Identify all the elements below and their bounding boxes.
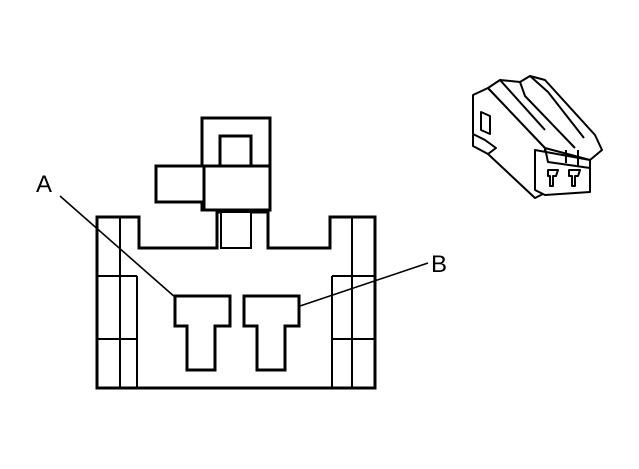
leader-line-a [59, 195, 177, 299]
connector-housing [95, 210, 377, 390]
tab-side-lug [154, 164, 208, 204]
iso-front-lip [544, 147, 591, 169]
locking-tab [154, 116, 272, 249]
leader-line-b [299, 262, 429, 307]
iso-side-window [480, 111, 491, 135]
terminal-cavity-b [242, 294, 301, 372]
iso-rear-foot [472, 133, 497, 155]
iso-terminal-opening-b [568, 169, 581, 187]
callout-label-b: B [431, 251, 447, 278]
tab-latch-body [202, 164, 272, 212]
left-side-rail [97, 217, 138, 388]
right-side-rail [331, 217, 375, 388]
iso-latch-ridge [499, 75, 585, 149]
callout-label-a: A [36, 171, 52, 198]
connector-face-view: A B [36, 116, 447, 390]
iso-terminal-opening-a [547, 169, 559, 187]
tab-stem [220, 211, 252, 249]
terminal-cavity-a [173, 294, 232, 372]
tab-upper-window [218, 134, 253, 168]
connector-isometric-view [472, 75, 603, 199]
